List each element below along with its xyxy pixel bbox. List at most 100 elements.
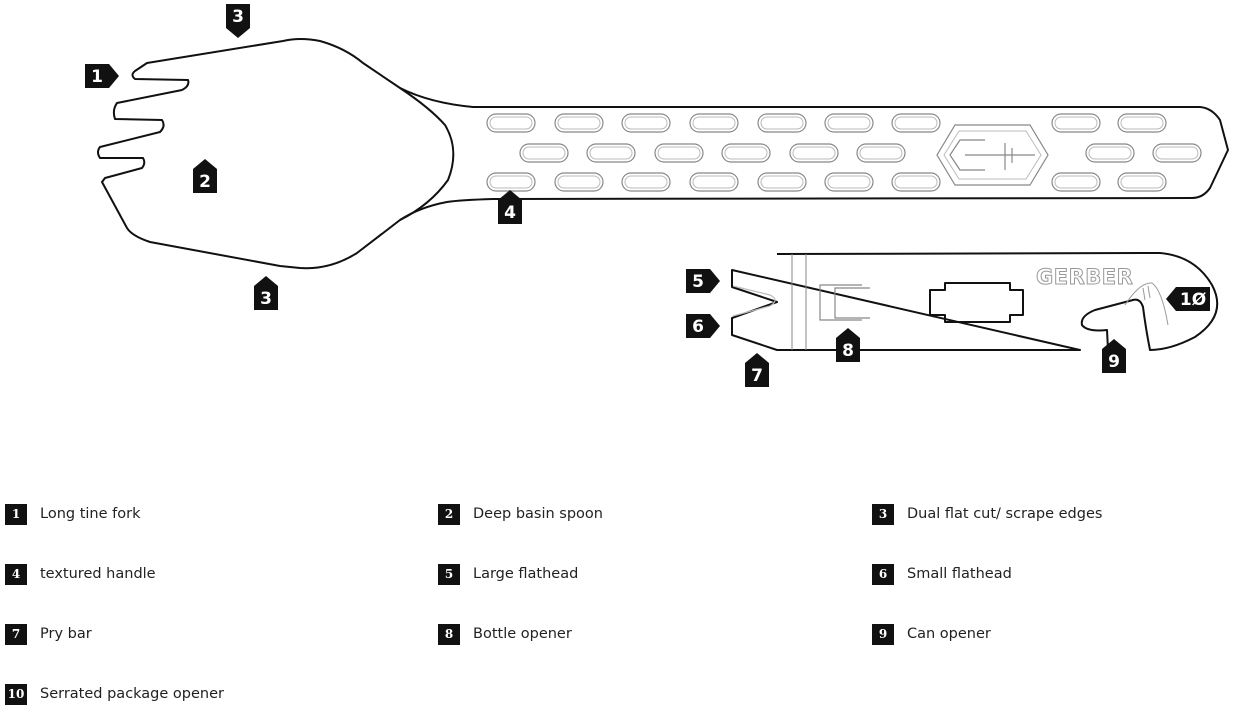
callout-badge: 1 [85,64,119,88]
callout-number: 4 [504,203,516,223]
legend-item: 7 Pry bar [5,623,92,645]
handle-slot [1088,146,1132,160]
callout-number: 8 [842,341,854,361]
callout-number: 1 [91,67,103,87]
handle-slot [1085,143,1135,163]
legend-number: 6 [872,563,894,585]
callout-badge: 2 [193,159,217,193]
legend-label: textured handle [40,566,156,582]
handle-slot [1054,175,1098,189]
brand-logo-text: GERBER [1036,265,1133,289]
legend-number: 5 [438,563,460,585]
callout-shape [254,276,278,310]
handle-texture-slots [486,113,1202,192]
bottle-opener-shape [819,284,870,321]
handle-slot [724,146,768,160]
handle-slot [486,113,536,133]
handle-slot [689,113,739,133]
callout-shape [745,353,769,387]
handle-slot [894,175,938,189]
callout-shape [498,190,522,224]
handle-slot [519,143,569,163]
legend-label: Long tine fork [40,506,141,522]
handle-slot [554,113,604,133]
legend-number: 7 [5,623,27,645]
callout-number: 1Ø [1180,290,1206,310]
handle-slot [1120,175,1164,189]
legend-item: 6 Small flathead [872,563,1012,585]
legend-number: 1 [5,503,27,525]
handle-slot [557,175,601,189]
callout-shape [836,328,860,362]
legend-label: Bottle opener [473,626,572,642]
center-slot [929,282,1024,323]
handle-slot [489,175,533,189]
callout-shape [1166,287,1210,311]
handle-slot [624,175,668,189]
handle-slot [757,172,807,192]
callout-badge: 7 [745,353,769,387]
handle-slot [1152,143,1202,163]
callout-number: 9 [1108,352,1120,372]
handle-slot [586,143,636,163]
legend-label: Large flathead [473,566,579,582]
handle-slot [792,146,836,160]
legend-number: 8 [438,623,460,645]
handle-slot [824,172,874,192]
handle-slot [856,143,906,163]
callout-number: 3 [232,7,244,27]
callout-shape [85,64,119,88]
callout-number: 2 [199,172,211,192]
handle-slot [1051,113,1101,133]
gerber-logo [936,124,1049,186]
callout-badge: 5 [686,269,720,293]
legend-number: 4 [5,563,27,585]
handle-slot [554,172,604,192]
callout-number: 5 [692,272,704,292]
handle-slot [1051,172,1101,192]
callout-badge: 6 [686,314,720,338]
callout-shape [686,269,720,293]
legend-number: 9 [872,623,894,645]
spork-outline [97,38,455,270]
handle-slot [692,116,736,130]
legend-label: Serrated package opener [40,686,224,702]
handle-slot [657,146,701,160]
callout-number: 7 [751,366,763,386]
handle-slot [621,172,671,192]
callout-shape [226,4,250,38]
legend-label: Small flathead [907,566,1012,582]
handle-slot [1155,146,1199,160]
handle-slot [489,116,533,130]
callout-number: 6 [692,317,704,337]
callout-badge: 4 [498,190,522,224]
legend-label: Dual flat cut/ scrape edges [907,506,1103,522]
handle-slot [891,172,941,192]
callout-badge: 1Ø [1166,287,1210,311]
handle-slot [891,113,941,133]
handle-slot [757,113,807,133]
handle-slot [624,116,668,130]
product-diagram: GERBER 1 2 3 3 4 5 6 7 8 9 1Ø [85,4,1229,387]
callout-number: 3 [260,289,272,309]
handle-slot [760,175,804,189]
handle-slot [1117,113,1167,133]
spork-handle [399,87,1229,221]
handle-slot [522,146,566,160]
handle-slot [824,113,874,133]
legend-label: Pry bar [40,626,92,642]
handle-slot [894,116,938,130]
legend-item: 8 Bottle opener [438,623,572,645]
callout-shape [193,159,217,193]
legend-number: 10 [5,683,27,705]
callout-shape [686,314,720,338]
handle-slot [827,116,871,130]
legend-item: 5 Large flathead [438,563,578,585]
handle-slot [789,143,839,163]
handle-slot [692,175,736,189]
handle-slot [689,172,739,192]
callout-shape [1102,339,1126,373]
handle-slot [1117,172,1167,192]
